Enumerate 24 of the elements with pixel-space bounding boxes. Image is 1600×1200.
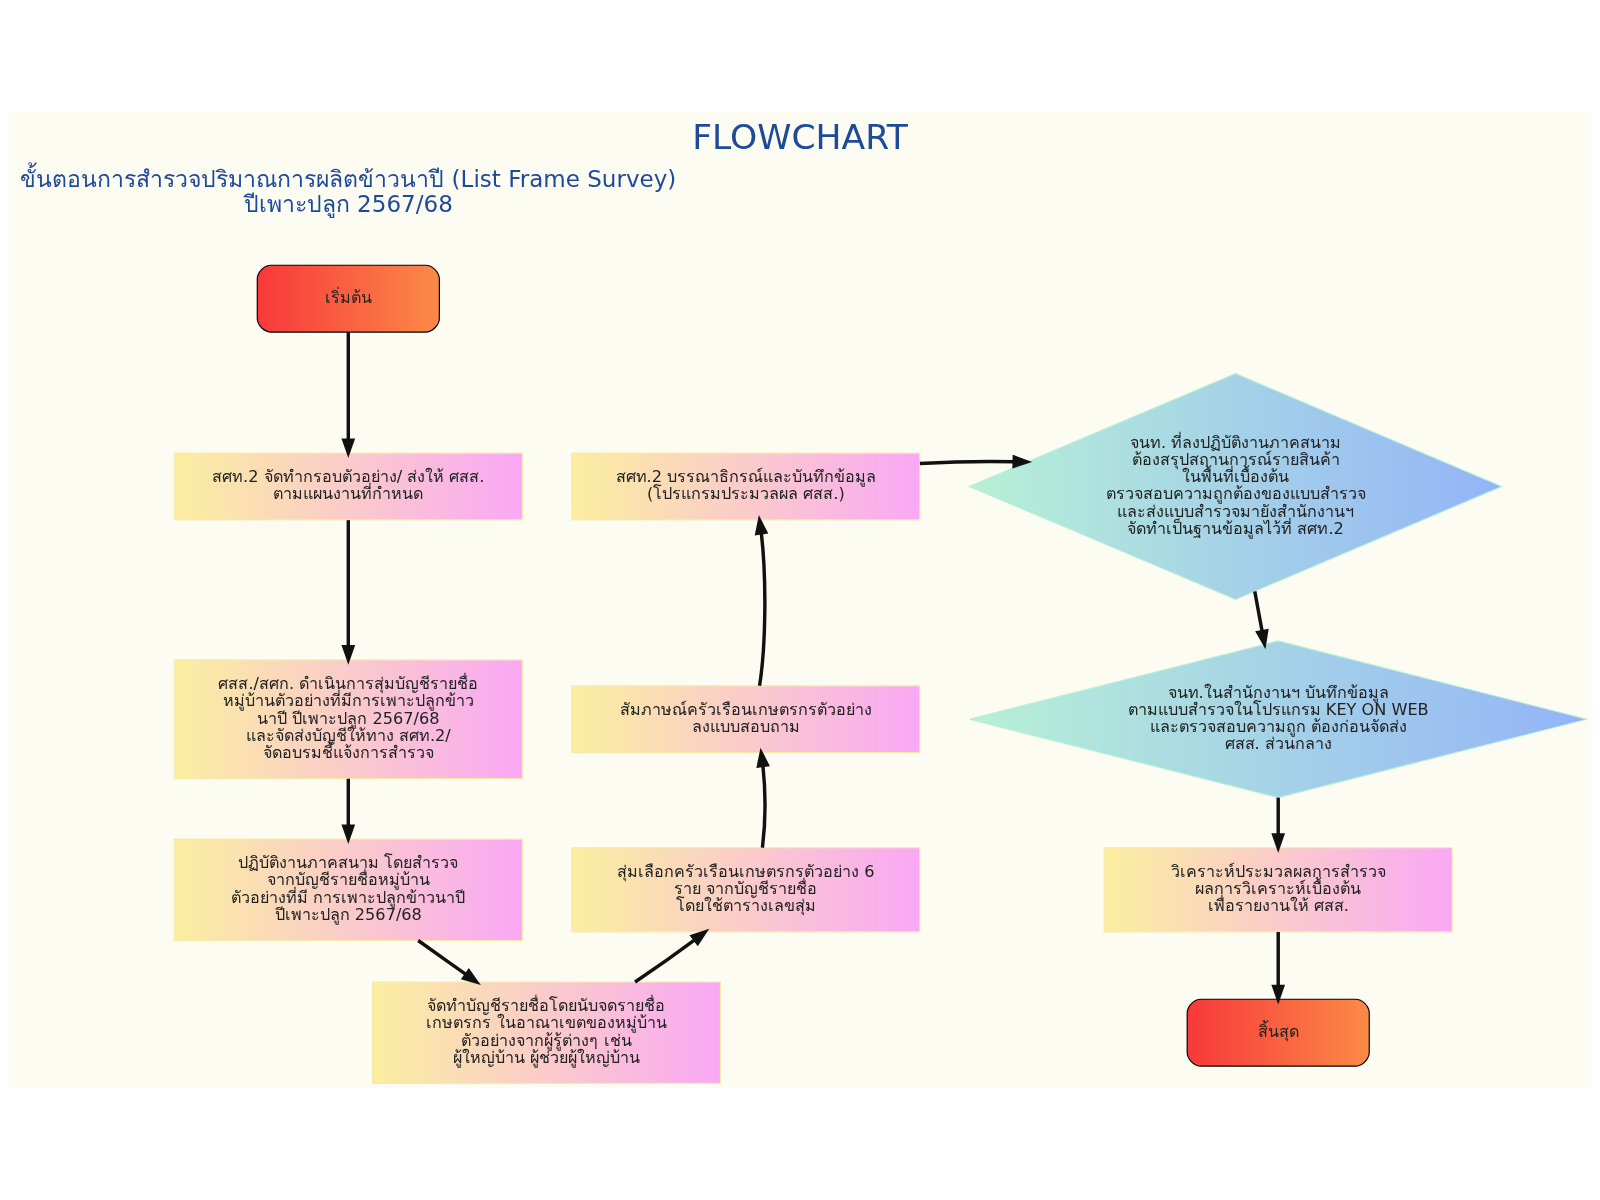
arrow xyxy=(1271,932,1286,1005)
arrow xyxy=(1253,591,1269,650)
arrow xyxy=(919,454,1033,469)
arrow xyxy=(754,515,769,686)
node-box: จัดทำบัญชีรายชื่อโดยนับจดรายชื่อ เกษตรกร ในอาณาเขตของหมู่บ้าน ตัวอย่างจากผู้รู้ต่างๆ เช่น ผู้ใหญ่บ้าน ผู้ช่วยผู้ใหญ่บ้าน xyxy=(371,981,722,1084)
arrow xyxy=(341,332,356,458)
node-box: ปฏิบัติงานภาคสนาม โดยสำรวจ จากบัญชีรายชื่อหมู่บ้าน ตัวอย่างที่มี การเพาะปลูกข้าวนาปี ปีเพาะปลูก 2567/68 xyxy=(173,838,523,942)
node-diamond: จนท.ในสำนักงานฯ บันทึกข้อมูล ตามแบบสำรวจในโปรแกรม KEY ON WEB และตรวจสอบความถูก ต้องก่อนจัดส่ง ศสส. ส่วนกลาง xyxy=(968,640,1588,799)
arrow xyxy=(1271,797,1286,853)
node-box: ศสส./สศก. ดำเนินการสุ่มบัญชีรายชื่อ หมู่บ้านตัวอย่างที่มีการเพาะปลูกข้าวนาปี ปีเพาะปลูก 2567/68 และจัดส่งบัญชีให้ทาง สศท.2/ จัดอบรมชี้แจ้งการสำรวจ xyxy=(173,659,523,780)
node-box: เริ่มต้น xyxy=(256,264,440,333)
node-box: สุ่มเลือกครัวเรือนเกษตรกรตัวอย่าง 6 ราย จากบัญชีรายชื่อ โดยใช้ตารางเลขสุ่ม xyxy=(571,847,921,933)
node-box: สศท.2 บรรณาธิกรณ์และบันทึกข้อมูล (โปรแกรมประมวลผล ศสส.) xyxy=(571,452,921,521)
diagram-title: FLOWCHART xyxy=(692,116,908,157)
node-box: สัมภาษณ์ครัวเรือนเกษตรกรตัวอย่าง ลงแบบสอบถาม xyxy=(571,685,921,754)
arrow xyxy=(341,520,356,665)
arrow xyxy=(756,747,770,848)
arrow xyxy=(634,928,710,984)
node-box: สศท.2 จัดทำกรอบตัวอย่าง/ ส่งให้ ศสส. ตามแผนงานที่กำหนด xyxy=(173,452,523,521)
arrow xyxy=(417,939,481,985)
node-box: สิ้นสุด xyxy=(1186,998,1370,1067)
node-box: วิเคราะห์ประมวลผลการสำรวจ ผลการวิเคราะห์เบื้องต้น เพื่อรายงานให้ ศสส. xyxy=(1103,847,1453,933)
arrow xyxy=(341,778,356,845)
node-diamond: จนท. ที่ลงปฏิบัติงานภาคสนาม ต้องสรุปสถานการณ์รายสินค้า ในพื้นที่เบื้องต้น ตรวจสอบความถูกต้องของแบบสำรวจ และส่งแบบสำรวจมายังสำนักงานฯ จัดทำเป็นฐานข้อมูลไว้ที่ สศท.2 xyxy=(967,372,1504,601)
